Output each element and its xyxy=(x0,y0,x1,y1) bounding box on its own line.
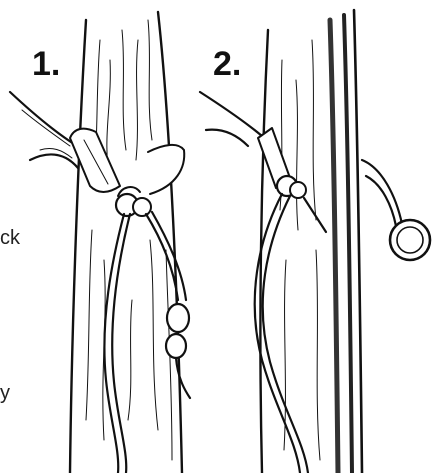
branch-2 xyxy=(200,92,262,146)
cropped-text-1: ck xyxy=(0,228,20,248)
trunk-2 xyxy=(260,10,362,473)
branch-1 xyxy=(10,92,84,168)
strap-1 xyxy=(70,129,184,194)
step-number-1: 1. xyxy=(32,47,60,81)
knot-1 xyxy=(116,187,151,216)
hanging-ring xyxy=(362,160,430,260)
strap-2 xyxy=(258,128,326,232)
cropped-text-2: y xyxy=(0,383,10,403)
trunk-1 xyxy=(70,12,182,473)
rope-2 xyxy=(255,194,308,473)
step-number-2: 2. xyxy=(213,47,241,81)
rope-1 xyxy=(104,212,190,473)
